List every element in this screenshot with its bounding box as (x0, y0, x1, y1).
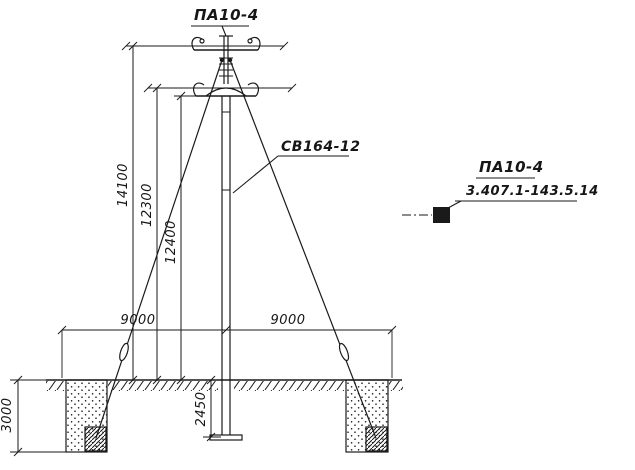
turnbuckle-left (119, 342, 129, 362)
dimension-embed-depth-value: 2450 (194, 391, 209, 426)
dimension-total-height: 14100 (116, 41, 138, 385)
dimension-guy-offsets: 9000 9000 (57, 313, 397, 378)
stand-callout: СВ164-12 (232, 139, 360, 194)
pole-type-label: ПА10-4 (194, 6, 259, 24)
legend-name: ПА10-4 (479, 158, 544, 176)
legend-symbol-square (433, 207, 450, 223)
dimension-guy-left-value: 9000 (120, 313, 155, 328)
dimension-anchor-depth: 3000 (0, 375, 67, 457)
turnbuckle-right (338, 342, 350, 362)
dimension-mid: 12400 (164, 91, 186, 385)
legend: ПА10-4 3.407.1-143.5.14 (402, 158, 599, 223)
left-anchor-foundation (65, 379, 108, 453)
legend-ref: 3.407.1-143.5.14 (466, 184, 599, 199)
guy-wire-right (227, 57, 377, 439)
pole (209, 96, 243, 441)
stand-label: СВ164-12 (281, 139, 360, 155)
extension-lines (121, 41, 297, 97)
left-anchor-block (84, 426, 107, 452)
dimension-embed-depth: 2450 (194, 375, 221, 442)
pole-base-plate (209, 434, 243, 441)
pole-top-assembly (191, 35, 261, 97)
pole-type-callout: ПА10-4 (191, 6, 259, 37)
dimension-mid-value: 12400 (164, 220, 179, 264)
dimension-anchor-depth-value: 3000 (0, 397, 15, 432)
right-anchor-foundation (345, 379, 389, 453)
right-anchor-block (365, 426, 388, 452)
dimension-guy-right-value: 9000 (270, 313, 305, 328)
dimension-total-height-value: 14100 (116, 163, 131, 207)
dimension-upper-value: 12300 (140, 183, 155, 227)
dimension-upper: 12300 (140, 83, 162, 385)
